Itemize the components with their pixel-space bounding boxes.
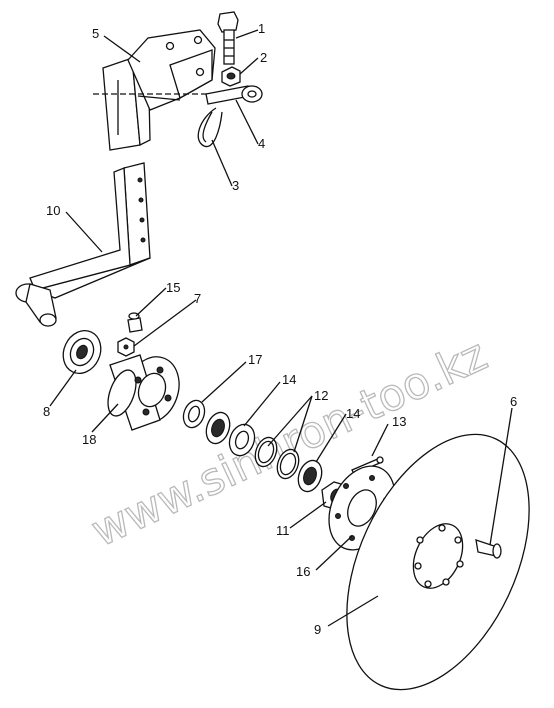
part-4-pin (205, 85, 263, 105)
part-2-nut (221, 66, 241, 87)
callout-11: 11 (276, 523, 290, 538)
part-9-disc (346, 433, 530, 691)
callout-3: 3 (232, 178, 239, 193)
callout-18: 18 (82, 432, 96, 447)
part-12-snap-rings (254, 436, 300, 480)
part-17-spacer-ring (182, 399, 206, 429)
part-14-bearing-outer (297, 459, 323, 493)
part-14-bearing-inner (205, 411, 231, 445)
callout-7: 7 (194, 291, 201, 306)
callout-4: 4 (258, 136, 265, 151)
callouts: 1 2 3 4 5 6 7 8 9 10 11 12 13 14 14 15 1… (43, 21, 517, 637)
part-3-hairpin-clip (197, 107, 223, 148)
part-7-small-nut (117, 337, 135, 357)
part-5-mounting-bracket (93, 29, 260, 151)
callout-14a: 14 (282, 372, 296, 387)
part-18-hub (107, 354, 180, 431)
callout-1: 1 (258, 21, 265, 36)
callout-12: 12 (314, 388, 328, 403)
callout-14b: 14 (346, 406, 360, 421)
part-6-disc-bolt (475, 539, 502, 559)
part-1-bolt (217, 11, 239, 65)
callout-9: 9 (314, 622, 321, 637)
callout-13: 13 (392, 414, 406, 429)
leader-lines (49, 29, 513, 627)
callout-6: 6 (510, 394, 517, 409)
part-15-grease-fitting (127, 312, 143, 333)
callout-15: 15 (166, 280, 180, 295)
callout-10: 10 (46, 203, 60, 218)
part-10-crank-arm (15, 162, 151, 327)
callout-16: 16 (296, 564, 310, 579)
callout-17: 17 (248, 352, 262, 367)
callout-2: 2 (260, 50, 267, 65)
callout-8: 8 (43, 404, 50, 419)
part-8-seal (62, 330, 102, 374)
callout-5: 5 (92, 26, 99, 41)
part-14-bearing-middle (228, 423, 256, 457)
